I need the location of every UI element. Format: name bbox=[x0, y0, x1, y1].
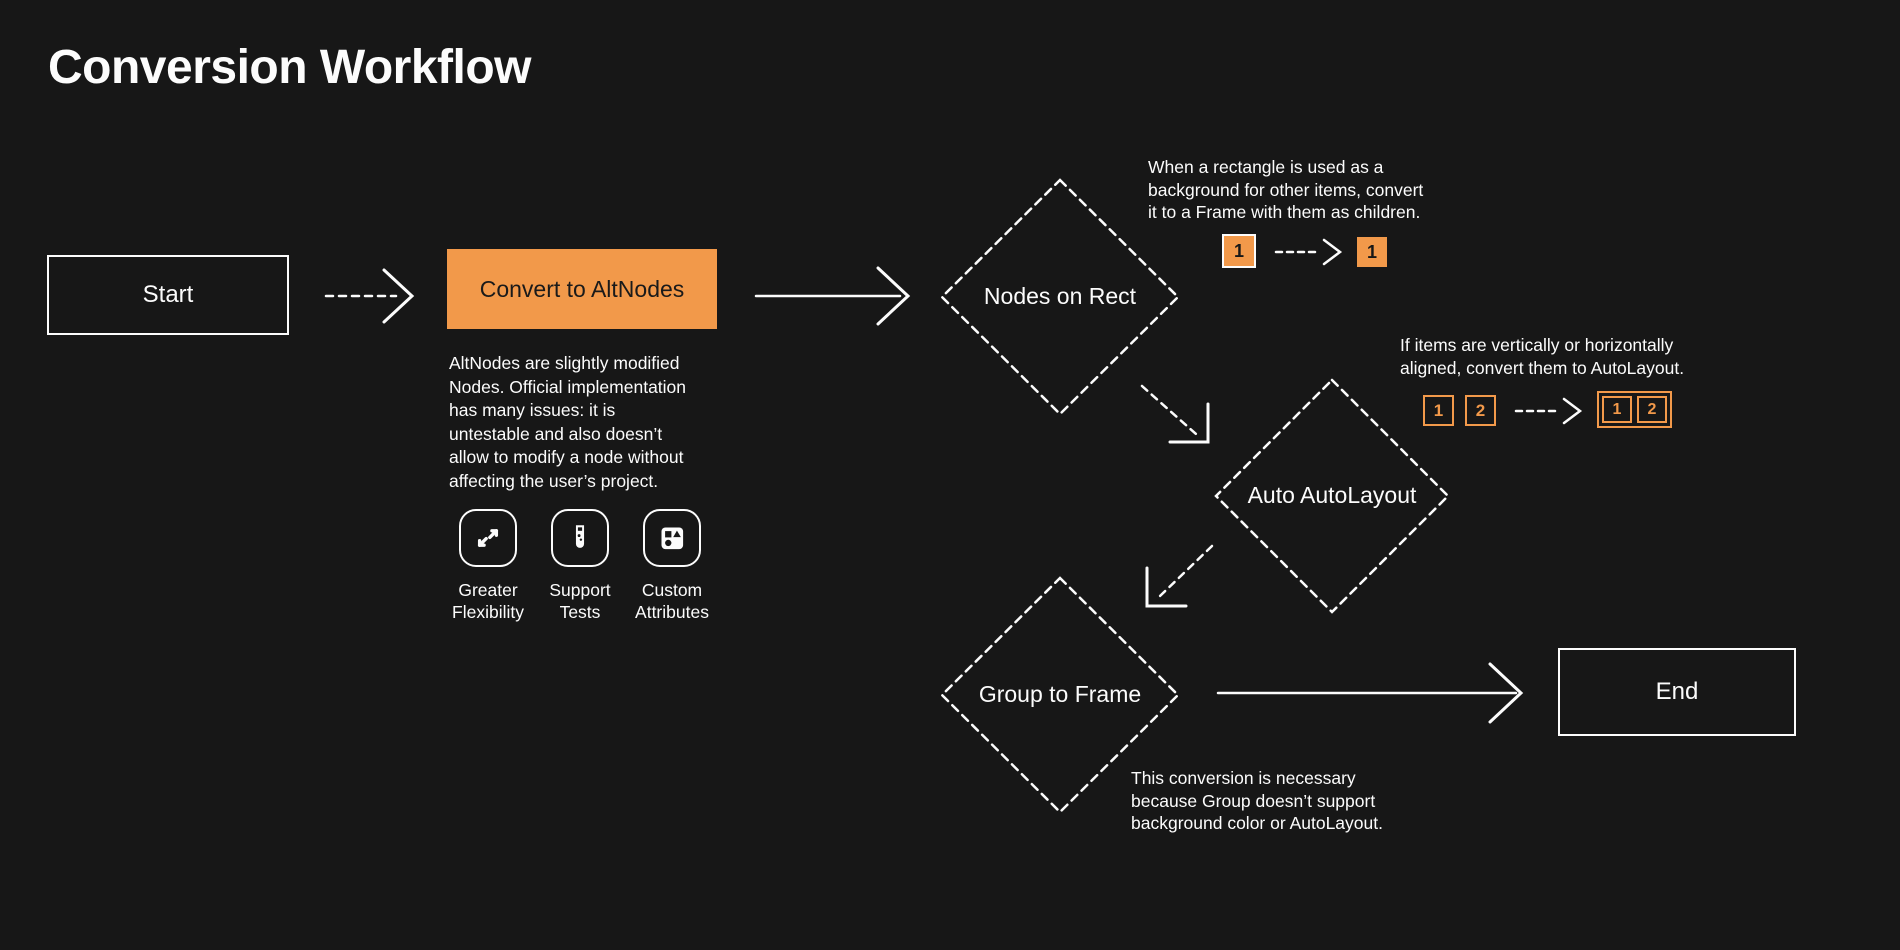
page-title: Conversion Workflow bbox=[48, 41, 532, 94]
annotation-line: because Group doesn’t support bbox=[1131, 790, 1376, 811]
auto-autolayout-label: Auto AutoLayout bbox=[1247, 482, 1417, 508]
autolayout-demo-container: 1 2 bbox=[1597, 391, 1672, 428]
feature-greater-flexibility[interactable]: Greater Flexibility bbox=[442, 509, 534, 623]
end-node-label: End bbox=[1655, 678, 1699, 705]
annotation-line: aligned, convert them to AutoLayout. bbox=[1400, 357, 1685, 378]
altnodes-description: AltNodes are slightly modified Nodes. Of… bbox=[449, 352, 686, 493]
group-to-frame-label: Group to Frame bbox=[978, 681, 1142, 707]
arrow-nodes-to-autolayout bbox=[1140, 384, 1210, 444]
end-node[interactable]: End bbox=[1558, 648, 1796, 736]
auto-autolayout-annotation: If items are vertically or horizontally … bbox=[1400, 334, 1684, 379]
arrow-rect-demo bbox=[1274, 238, 1343, 266]
feature-support-tests[interactable]: Support Tests bbox=[534, 509, 626, 623]
arrow-convert-to-nodes bbox=[754, 266, 911, 326]
description-line: allow to modify a node without bbox=[449, 447, 684, 467]
feature-custom-attributes[interactable]: Custom Attributes bbox=[626, 509, 718, 623]
annotation-line: This conversion is necessary bbox=[1131, 768, 1356, 788]
annotation-line: If items are vertically or horizontally bbox=[1400, 335, 1674, 355]
diamond-group-to-frame[interactable] bbox=[940, 576, 1180, 814]
description-line: affecting the user’s project. bbox=[449, 470, 659, 491]
start-node-label: Start bbox=[142, 281, 194, 308]
arrow-group-to-end bbox=[1216, 662, 1524, 724]
convert-to-altnodes-label: Convert to AltNodes bbox=[479, 275, 685, 302]
autolayout-demo-item-2: 2 bbox=[1465, 395, 1496, 426]
rect-demo-after-box: 1 bbox=[1357, 237, 1387, 267]
description-line: untestable and also doesn’t bbox=[449, 423, 663, 444]
nodes-on-rect-annotation: When a rectangle is used as a background… bbox=[1148, 156, 1423, 224]
autolayout-demo-item-1-after: 1 bbox=[1602, 396, 1632, 423]
rect-demo-before-box: 1 bbox=[1222, 234, 1256, 268]
autolayout-demo-item-2-after: 2 bbox=[1637, 396, 1667, 423]
feature-label-line: Flexibility bbox=[452, 602, 524, 622]
description-line: AltNodes are slightly modified bbox=[449, 353, 680, 373]
feature-label-line: Custom bbox=[641, 580, 703, 600]
description-line: Nodes. Official implementation bbox=[449, 376, 687, 397]
start-node[interactable]: Start bbox=[47, 255, 289, 335]
autolayout-demo-item-1: 1 bbox=[1423, 395, 1454, 426]
group-to-frame-annotation: This conversion is necessary because Gro… bbox=[1131, 767, 1383, 835]
feature-label-line: Support bbox=[549, 580, 611, 600]
shapes-icon bbox=[643, 509, 701, 567]
annotation-line: background color or AutoLayout. bbox=[1131, 813, 1383, 833]
feature-label-line: Greater bbox=[458, 580, 518, 600]
test-tube-icon bbox=[551, 509, 609, 567]
expand-arrows-icon bbox=[459, 509, 517, 567]
arrow-start-to-convert bbox=[324, 268, 415, 324]
diamond-nodes-on-rect[interactable] bbox=[940, 178, 1180, 416]
arrow-autolayout-to-group bbox=[1145, 544, 1214, 608]
altnodes-feature-list: Greater Flexibility Support Tests bbox=[442, 509, 718, 623]
description-line: has many issues: it is bbox=[449, 400, 616, 420]
convert-to-altnodes-node[interactable]: Convert to AltNodes bbox=[447, 249, 717, 329]
arrow-autolayout-demo bbox=[1514, 397, 1583, 425]
annotation-line: When a rectangle is used as a bbox=[1148, 157, 1384, 177]
annotation-line: it to a Frame with them as children. bbox=[1148, 202, 1421, 222]
nodes-on-rect-label: Nodes on Rect bbox=[983, 283, 1137, 309]
feature-label-line: Tests bbox=[559, 602, 601, 622]
feature-label-line: Attributes bbox=[635, 602, 709, 622]
diamond-auto-autolayout[interactable] bbox=[1214, 378, 1450, 614]
annotation-line: background for other items, convert bbox=[1148, 179, 1424, 200]
